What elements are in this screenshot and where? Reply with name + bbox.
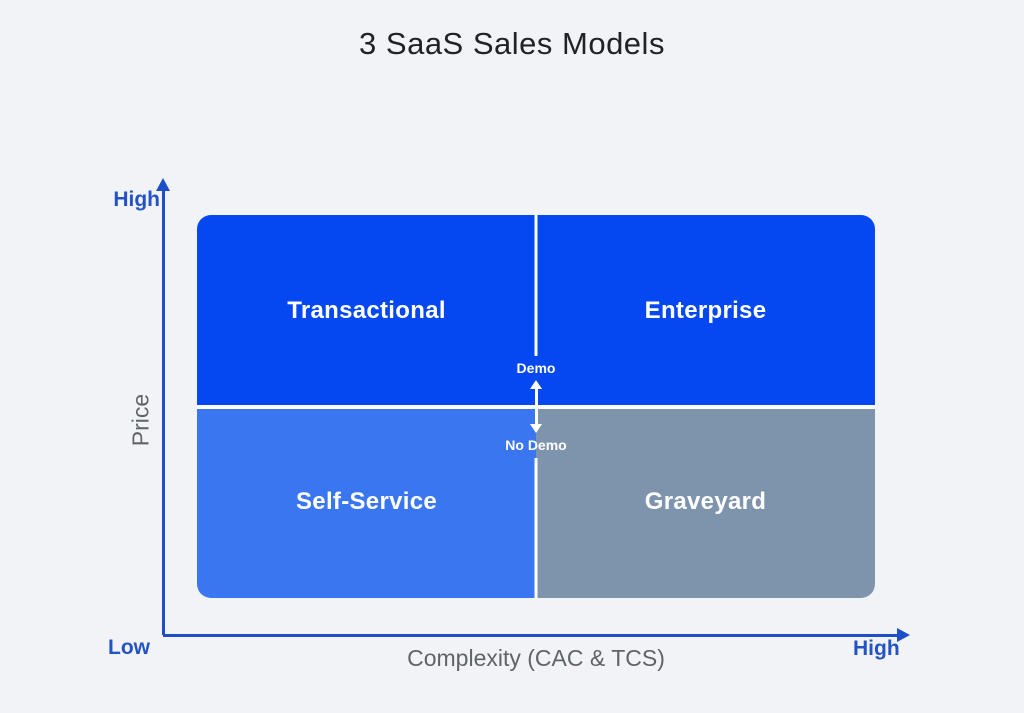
demo-no-demo-double-arrow-icon [530, 380, 542, 433]
arrowhead-down-icon [530, 424, 542, 433]
quadrant-self-service: Self-Service [197, 406, 536, 598]
y-axis-high-label: High [113, 188, 160, 211]
arrowhead-up-icon [530, 380, 542, 389]
quadrant-matrix: Transactional Enterprise Self-Service Gr… [197, 215, 875, 598]
quadrant-label: Transactional [287, 296, 446, 324]
x-axis-title: Complexity (CAC & TCS) [407, 645, 665, 671]
y-axis-title: Price [127, 393, 154, 447]
x-axis-high-label: High [853, 637, 900, 660]
quadrant-transactional: Transactional [197, 215, 536, 407]
x-axis-line [163, 634, 900, 637]
quadrant-label: Enterprise [644, 296, 767, 324]
y-axis-arrowhead-icon [156, 178, 170, 191]
demo-label: Demo [516, 360, 556, 376]
quadrant-enterprise: Enterprise [536, 215, 875, 407]
quadrant-label: Self-Service [295, 488, 437, 516]
page-title: 3 SaaS Sales Models [359, 26, 665, 61]
x-axis-arrowhead-icon [897, 628, 910, 642]
origin-low-label: Low [108, 636, 150, 659]
y-axis-line [162, 186, 165, 635]
vertical-divider-bottom-segment [534, 458, 538, 598]
no-demo-label: No Demo [505, 437, 567, 453]
quadrant-graveyard: Graveyard [536, 406, 875, 598]
vertical-divider-top-segment [534, 215, 538, 356]
arrow-shaft [534, 389, 538, 424]
quadrant-label: Graveyard [644, 488, 767, 516]
